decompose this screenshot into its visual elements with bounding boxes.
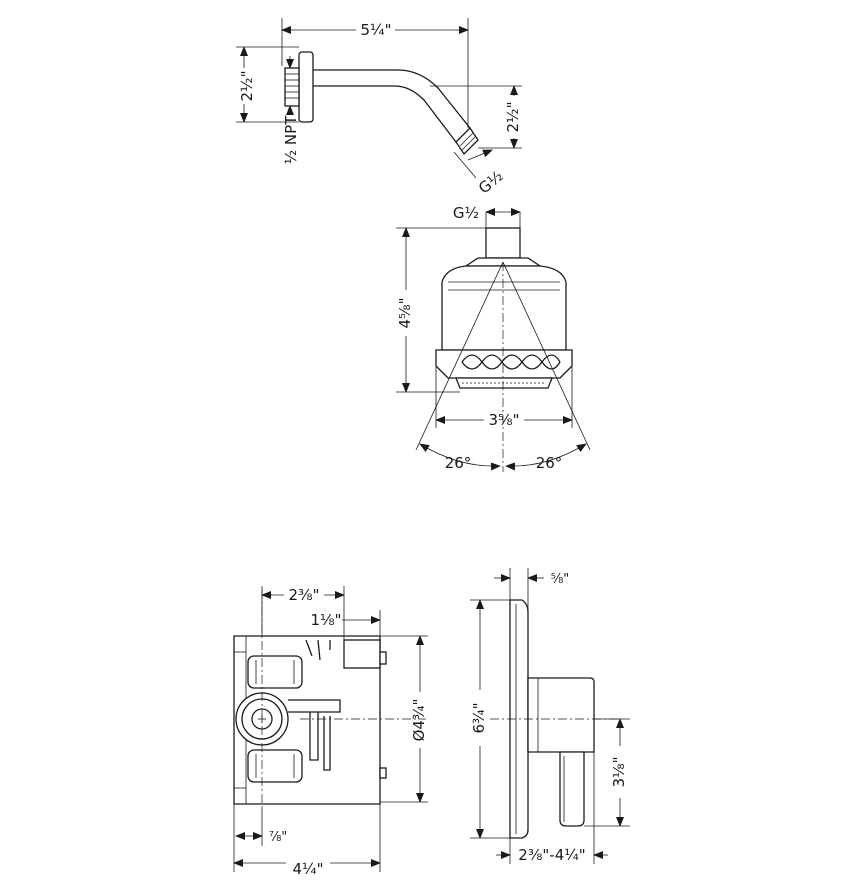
dim-flange-height: 2½" <box>238 71 256 102</box>
dim-trim-handle-height: 3⅛" <box>610 757 628 788</box>
dim-valve-offset: 1⅛" <box>311 611 342 629</box>
trim-handle-body <box>527 677 595 753</box>
top-connector <box>343 639 381 669</box>
outlet-thread <box>455 126 479 156</box>
valve-body-view: 2⅜" 1⅛" Ø4¾" ⅞" 4¼" <box>233 586 428 878</box>
lower-port <box>247 749 303 783</box>
label-spray-angle-left: 26° <box>445 454 472 472</box>
wall-flange <box>298 51 314 123</box>
dim-valve-depth: 2⅜" <box>289 586 320 604</box>
dim-trim-height: 6¾" <box>470 703 488 734</box>
label-head-inlet-thread: G½ <box>453 204 479 222</box>
shower-head-view: G½ 4⅝" 3⅝" 26° 26° <box>396 204 591 472</box>
upper-port <box>247 655 303 689</box>
dim-arm-length: 5¼" <box>361 21 392 39</box>
dim-valve-width: 4¼" <box>293 860 324 878</box>
arm-tube-bottom <box>313 85 457 143</box>
dim-valve-diameter: Ø4¾" <box>410 699 428 742</box>
label-arm-outlet-thread: G½ <box>475 167 507 198</box>
label-inlet-thread: ½ NPT <box>282 115 300 165</box>
shower-arm-view: 5¼" 2½" ½ NPT 2½" G½ <box>236 18 522 197</box>
trim-view: ⅝" 6¾" 3⅛" 2⅜"-4¼" <box>470 568 630 864</box>
dim-port-offset: ⅞" <box>269 830 288 845</box>
head-inlet <box>485 227 521 259</box>
spray-line-left <box>415 261 504 451</box>
dim-trim-plate: ⅝" <box>551 572 570 587</box>
dim-head-width: 3⅝" <box>489 411 520 429</box>
arm-tube-top <box>313 69 471 129</box>
dim-trim-projection: 2⅜"-4¼" <box>518 846 585 864</box>
dim-arm-drop: 2½" <box>504 102 522 133</box>
head-body <box>441 265 567 351</box>
trim-lever <box>559 751 585 827</box>
label-spray-angle-right: 26° <box>536 454 563 472</box>
spray-line-right <box>502 261 591 451</box>
dim-head-height: 4⅝" <box>396 298 414 329</box>
